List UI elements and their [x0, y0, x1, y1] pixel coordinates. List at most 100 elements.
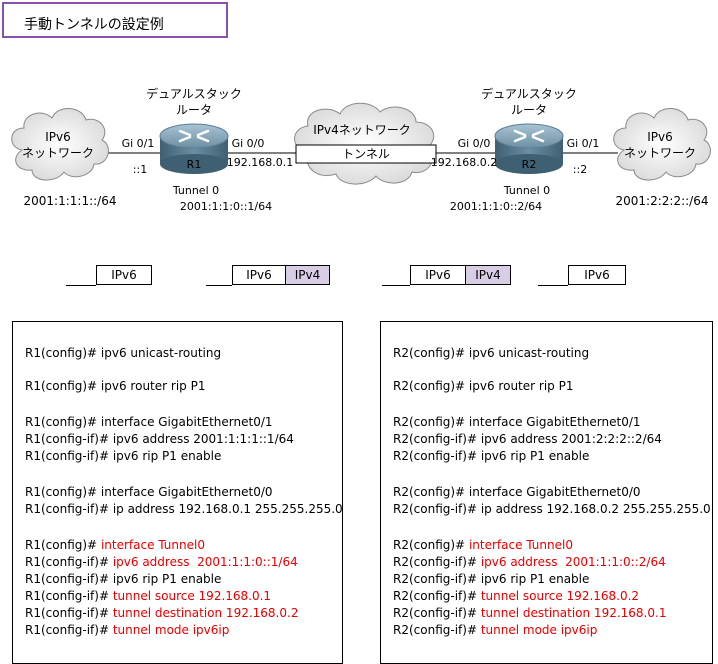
header3-ipv4: IPv4 [465, 265, 511, 285]
r1-caption2: ルータ [176, 103, 212, 117]
r1-config-line: R1(config-if)# tunnel source 192.168.0.1 [25, 589, 271, 603]
command-text: R1(config-if)# [25, 606, 113, 620]
r1-config-line: R1(config)# interface GigabitEthernet0/0 [25, 485, 273, 499]
header3-ipv6: IPv6 [410, 265, 466, 285]
r2-caption1: デュアルスタック [481, 86, 577, 101]
command-text: R1(config)# interface GigabitEthernet0/0 [25, 485, 273, 499]
ipv4-cloud [294, 102, 435, 185]
highlighted-command: tunnel destination 192.168.0.1 [480, 606, 667, 620]
command-text: R2(config-if)# [393, 555, 481, 569]
highlighted-command: interface Tunnel0 [468, 538, 573, 552]
command-text: R2(config-if)# ip address 192.168.0.2 25… [393, 502, 711, 516]
r1-config-line: R1(config)# interface GigabitEthernet0/1 [25, 415, 273, 429]
header4-ipv6: IPv6 [568, 265, 626, 285]
command-text: R2(config-if)# ipv6 rip P1 enable [393, 449, 590, 463]
r2-config-line: R2(config-if)# tunnel source 192.168.0.2 [393, 589, 639, 603]
r1-config-line: R1(config-if)# ipv6 rip P1 enable [25, 449, 221, 463]
highlighted-command: ipv6 address 2001:1:1:0::1/64 [112, 555, 298, 569]
r1-config-line: R1(config-if)# ipv6 address 2001:1:1:0::… [25, 555, 298, 569]
r1-config-line: R1(config-if)# ip address 192.168.0.1 25… [25, 502, 343, 516]
title-box: 手動トンネルの設定例 [2, 2, 228, 38]
header2-ipv4: IPv4 [285, 265, 330, 285]
r2-wan-interface: Gi 0/0 [458, 137, 491, 150]
r1-config-line: R1(config-if)# ipv6 address 2001:1:1:1::… [25, 432, 294, 446]
r2-config-line: R2(config)# ipv6 router rip P1 [393, 379, 573, 393]
command-text: R2(config)# ipv6 unicast-routing [393, 346, 590, 360]
r1-config-line: R1(config-if)# ipv6 rip P1 enable [25, 572, 221, 586]
command-text: R1(config-if)# [25, 589, 113, 603]
command-text: R1(config-if)# ipv6 address 2001:1:1:1::… [25, 432, 294, 446]
command-text: R2(config)# interface GigabitEthernet0/0 [393, 485, 641, 499]
command-text: R2(config)# interface GigabitEthernet0/1 [393, 415, 641, 429]
command-text: R1(config)# ipv6 router rip P1 [25, 379, 206, 393]
r1-wan-interface: Gi 0/0 [232, 137, 265, 150]
r1-label: R1 [187, 158, 202, 171]
r1-wan-address: 192.168.0.1 [227, 156, 293, 169]
command-text: R2(config)# [393, 538, 469, 552]
r1-config-line: R1(config-if)# tunnel mode ipv6ip [25, 623, 229, 637]
r1-lan-address: ::1 [133, 163, 147, 176]
command-text: R1(config-if)# ipv6 rip P1 enable [25, 449, 222, 463]
page-title: 手動トンネルの設定例 [24, 17, 164, 33]
r1-tunnel-address: 2001:1:1:0::1/64 [180, 200, 272, 213]
r2-lan-interface: Gi 0/1 [567, 137, 600, 150]
router-r1 [159, 123, 229, 174]
highlighted-command: tunnel source 192.168.0.2 [480, 589, 640, 603]
r2-tunnel-address: 2001:1:1:0::2/64 [450, 200, 542, 213]
highlighted-command: interface Tunnel0 [100, 538, 205, 552]
right-network-prefix: 2001:2:2:2::/64 [616, 194, 709, 208]
r1-config-line: R1(config)# interface Tunnel0 [25, 538, 205, 552]
command-text: R1(config-if)# [25, 555, 113, 569]
r2-config-line: R2(config-if)# tunnel destination 192.16… [393, 606, 666, 620]
right-ipv6-cloud [613, 108, 711, 181]
command-text: R1(config)# [25, 538, 101, 552]
command-text: R1(config)# interface GigabitEthernet0/1 [25, 415, 273, 429]
command-text: R2(config-if)# ipv6 address 2001:2:2:2::… [393, 432, 662, 446]
highlighted-command: ipv6 address 2001:1:1:0::2/64 [480, 555, 666, 569]
right-network-label1: IPv6 [647, 130, 673, 144]
command-text: R1(config-if)# ip address 192.168.0.1 25… [25, 502, 343, 516]
tunnel-label: トンネル [342, 147, 390, 161]
command-text: R2(config-if)# [393, 606, 481, 620]
ipv4-cloud-label: IPv4ネットワーク [313, 123, 411, 137]
command-text: R2(config)# ipv6 router rip P1 [393, 379, 574, 393]
command-text: R1(config-if)# [25, 623, 113, 637]
command-text: R1(config)# ipv6 unicast-routing [25, 346, 222, 360]
router-r2 [494, 123, 564, 174]
r1-caption1: デュアルスタック [146, 86, 242, 101]
header4-tail [538, 285, 568, 286]
r2-config-line: R2(config-if)# tunnel mode ipv6ip [393, 623, 597, 637]
header1-tail [66, 285, 96, 286]
r2-config-line: R2(config-if)# ip address 192.168.0.2 25… [393, 502, 711, 516]
r2-lan-address: ::2 [573, 163, 587, 176]
r2-config-line: R2(config)# interface GigabitEthernet0/1 [393, 415, 641, 429]
command-text: R2(config-if)# [393, 623, 481, 637]
r1-config-line: R1(config-if)# tunnel destination 192.16… [25, 606, 298, 620]
highlighted-command: tunnel source 192.168.0.1 [112, 589, 272, 603]
r1-config-line: R1(config)# ipv6 unicast-routing [25, 346, 221, 360]
highlighted-command: tunnel mode ipv6ip [480, 623, 598, 637]
r2-wan-address: 192.168.0.2 [431, 156, 497, 169]
r2-config-line: R2(config-if)# ipv6 rip P1 enable [393, 449, 589, 463]
highlighted-command: tunnel destination 192.168.0.2 [112, 606, 299, 620]
r1-config-line: R1(config)# ipv6 router rip P1 [25, 379, 205, 393]
command-text: R1(config-if)# ipv6 rip P1 enable [25, 572, 222, 586]
header2-ipv6: IPv6 [232, 265, 286, 285]
header2-tail [206, 285, 232, 286]
r2-config-line: R2(config)# ipv6 unicast-routing [393, 346, 589, 360]
r2-config-line: R2(config-if)# ipv6 rip P1 enable [393, 572, 589, 586]
header1-ipv6: IPv6 [96, 265, 152, 285]
highlighted-command: tunnel mode ipv6ip [112, 623, 230, 637]
r2-tunnel-name: Tunnel 0 [503, 184, 550, 197]
left-ipv6-cloud [11, 108, 109, 181]
tunnel-pipe [295, 144, 437, 164]
network-diagram: IPv6 ネットワーク 2001:1:1:1::/64 IPv6 ネットワーク … [11, 86, 711, 213]
left-network-prefix: 2001:1:1:1::/64 [24, 194, 117, 208]
r1-lan-interface: Gi 0/1 [122, 137, 155, 150]
command-text: R2(config-if)# ipv6 rip P1 enable [393, 572, 590, 586]
header3-tail [382, 285, 410, 286]
left-network-label1: IPv6 [45, 130, 71, 144]
